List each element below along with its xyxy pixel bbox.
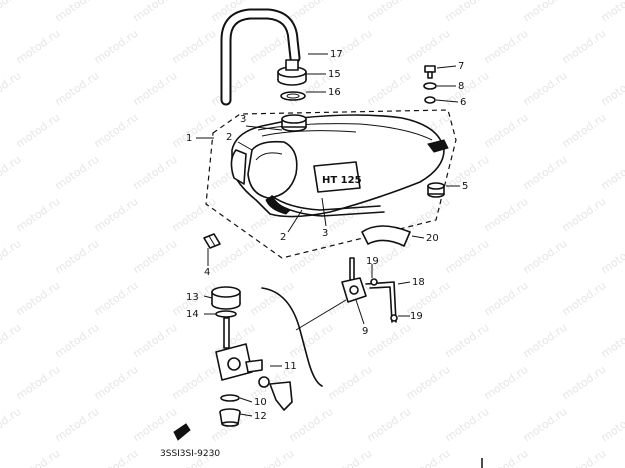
fuel-cock-lever [269,381,293,411]
front-cushion [230,149,247,185]
callout-9: 9 [362,326,368,337]
washer [423,82,437,90]
callout-16: 16 [328,87,341,98]
assembly-boundary [205,109,457,259]
callout-6: 6 [460,97,466,108]
callout-20: 20 [426,233,439,244]
callout-14: 14 [186,309,199,320]
rubber-pad-icon [173,423,191,441]
collar [424,96,436,104]
callout-17: 17 [330,49,343,60]
hose-clip-upper [370,278,378,286]
callout-10: 10 [254,397,267,408]
emblem-text: HT 125 [322,175,362,186]
callout-8: 8 [458,81,464,92]
damper [203,233,221,249]
callout-12: 12 [254,411,267,422]
hose-clip-lower [390,314,398,322]
fuel-cock-lower [215,317,263,381]
callout-19-right: 19 [410,311,423,322]
callout-2-lower: 2 [280,232,286,243]
callout-19-top: 19 [366,256,379,267]
callout-13: 13 [186,292,199,303]
callout-3-upper: 3 [240,114,246,125]
breather-hose [220,8,301,106]
callout-4: 4 [204,267,210,278]
callout-18: 18 [412,277,425,288]
drain-gasket [215,310,237,318]
strainer-cup [219,408,241,427]
washer-lower [220,394,240,402]
cap-gasket [280,91,306,101]
fuel-cock-upper [341,257,367,303]
tank-cover [361,225,411,247]
callout-5: 5 [462,181,468,192]
callout-11: 11 [284,361,297,372]
callout-2-upper: 2 [226,132,232,143]
callout-15: 15 [328,69,341,80]
drain-nut [211,286,241,310]
fuel-cap [277,59,307,86]
o-ring [258,376,270,388]
callout-1: 1 [186,133,192,144]
callout-3-lower: 3 [322,228,328,239]
tank-emblem: HT 125 [313,161,362,193]
callout-7: 7 [458,61,464,72]
drawing-code: 3SSI3SI-9230 [160,449,220,459]
leader-lines [196,53,460,417]
bolt [424,65,436,79]
rear-damper [427,182,445,198]
